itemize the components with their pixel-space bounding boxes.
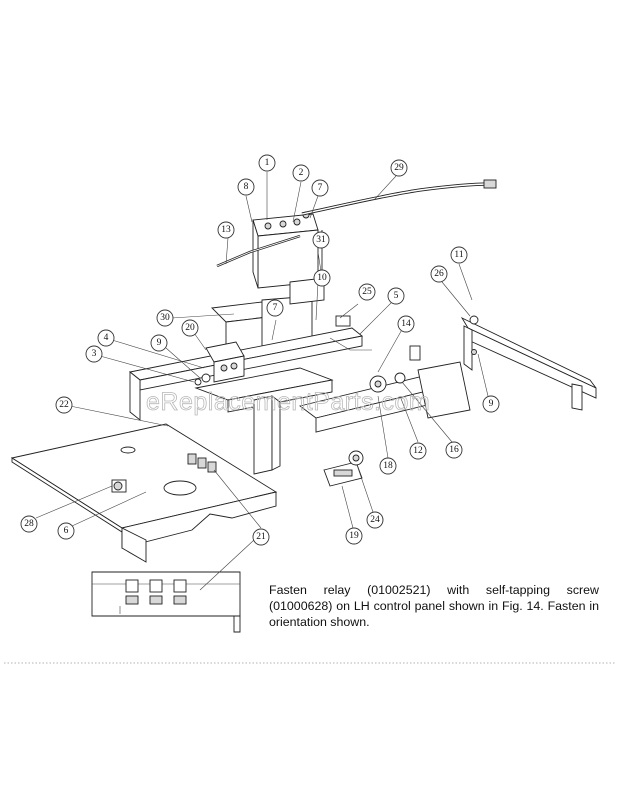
part-callout-26[interactable]: 26 — [430, 265, 448, 283]
svg-text:3: 3 — [92, 349, 97, 359]
part-callout-8[interactable]: 8 — [237, 178, 255, 196]
part-callout-13[interactable]: 13 — [217, 221, 235, 239]
part-callout-2[interactable]: 2 — [292, 164, 310, 182]
svg-text:4: 4 — [104, 333, 109, 343]
watermark: eReplacementParts.com — [146, 388, 430, 416]
svg-text:2: 2 — [299, 168, 304, 178]
svg-text:29: 29 — [394, 163, 404, 173]
part-callout-9-right[interactable]: 9 — [482, 395, 500, 413]
part-callout-24[interactable]: 24 — [366, 511, 384, 529]
part-callout-3[interactable]: 3 — [85, 345, 103, 363]
rh-control-panel — [460, 315, 597, 411]
part-callout-12[interactable]: 12 — [409, 442, 427, 460]
svg-text:10: 10 — [317, 273, 327, 283]
frame-rails — [128, 327, 364, 475]
part-callout-9-left[interactable]: 9 — [150, 334, 168, 352]
svg-text:14: 14 — [401, 319, 411, 329]
part-callout-16[interactable]: 16 — [445, 441, 463, 459]
part-callout-20[interactable]: 20 — [181, 319, 199, 337]
svg-text:30: 30 — [160, 313, 170, 323]
svg-text:7: 7 — [273, 303, 278, 313]
svg-text:6: 6 — [64, 526, 69, 536]
part-callout-21[interactable]: 21 — [252, 528, 270, 546]
svg-text:12: 12 — [413, 446, 423, 456]
part-callout-19[interactable]: 19 — [345, 527, 363, 545]
svg-text:5: 5 — [394, 291, 399, 301]
round-switch — [348, 450, 364, 466]
part-callout-30[interactable]: 30 — [156, 309, 174, 327]
lh-control-panel — [10, 423, 278, 563]
svg-text:20: 20 — [185, 323, 195, 333]
part-callout-22[interactable]: 22 — [55, 396, 73, 414]
svg-text:31: 31 — [316, 235, 326, 245]
svg-text:13: 13 — [221, 225, 231, 235]
svg-text:8: 8 — [244, 182, 249, 192]
svg-text:18: 18 — [383, 461, 393, 471]
part-callout-31[interactable]: 31 — [312, 231, 330, 249]
fuse-holder — [323, 461, 363, 487]
relay-cluster — [187, 453, 217, 473]
svg-text:9: 9 — [489, 399, 494, 409]
part-callout-1[interactable]: 1 — [258, 154, 276, 172]
part-callout-25[interactable]: 25 — [358, 283, 376, 301]
part-callout-28[interactable]: 28 — [20, 515, 38, 533]
svg-text:9: 9 — [157, 338, 162, 348]
svg-text:21: 21 — [256, 532, 266, 542]
svg-text:22: 22 — [59, 400, 69, 410]
svg-text:11: 11 — [454, 250, 463, 260]
svg-text:16: 16 — [449, 445, 459, 455]
part-callout-7-tray[interactable]: 7 — [266, 299, 284, 317]
ignition-switch-assembly — [298, 315, 471, 433]
part-callout-14[interactable]: 14 — [397, 315, 415, 333]
svg-text:7: 7 — [318, 183, 323, 193]
battery — [252, 211, 319, 289]
svg-text:1: 1 — [265, 158, 270, 168]
part-callout-7-top[interactable]: 7 — [311, 179, 329, 197]
part-callout-4[interactable]: 4 — [97, 329, 115, 347]
part-callout-5[interactable]: 5 — [387, 287, 405, 305]
svg-text:19: 19 — [349, 531, 359, 541]
relay-module — [194, 341, 245, 386]
relay-inset-detail — [91, 571, 241, 633]
battery-cable — [216, 179, 497, 268]
part-callout-6[interactable]: 6 — [57, 522, 75, 540]
part-callout-18[interactable]: 18 — [379, 457, 397, 475]
assembly-note: Fasten relay (01002521) with self-tappin… — [269, 583, 599, 629]
svg-text:25: 25 — [362, 287, 372, 297]
part-callout-29[interactable]: 29 — [390, 159, 408, 177]
svg-text:26: 26 — [434, 269, 444, 279]
svg-text:28: 28 — [24, 519, 34, 529]
part-callout-10[interactable]: 10 — [313, 269, 331, 287]
part-callout-11[interactable]: 11 — [450, 246, 468, 264]
svg-text:24: 24 — [370, 515, 380, 525]
